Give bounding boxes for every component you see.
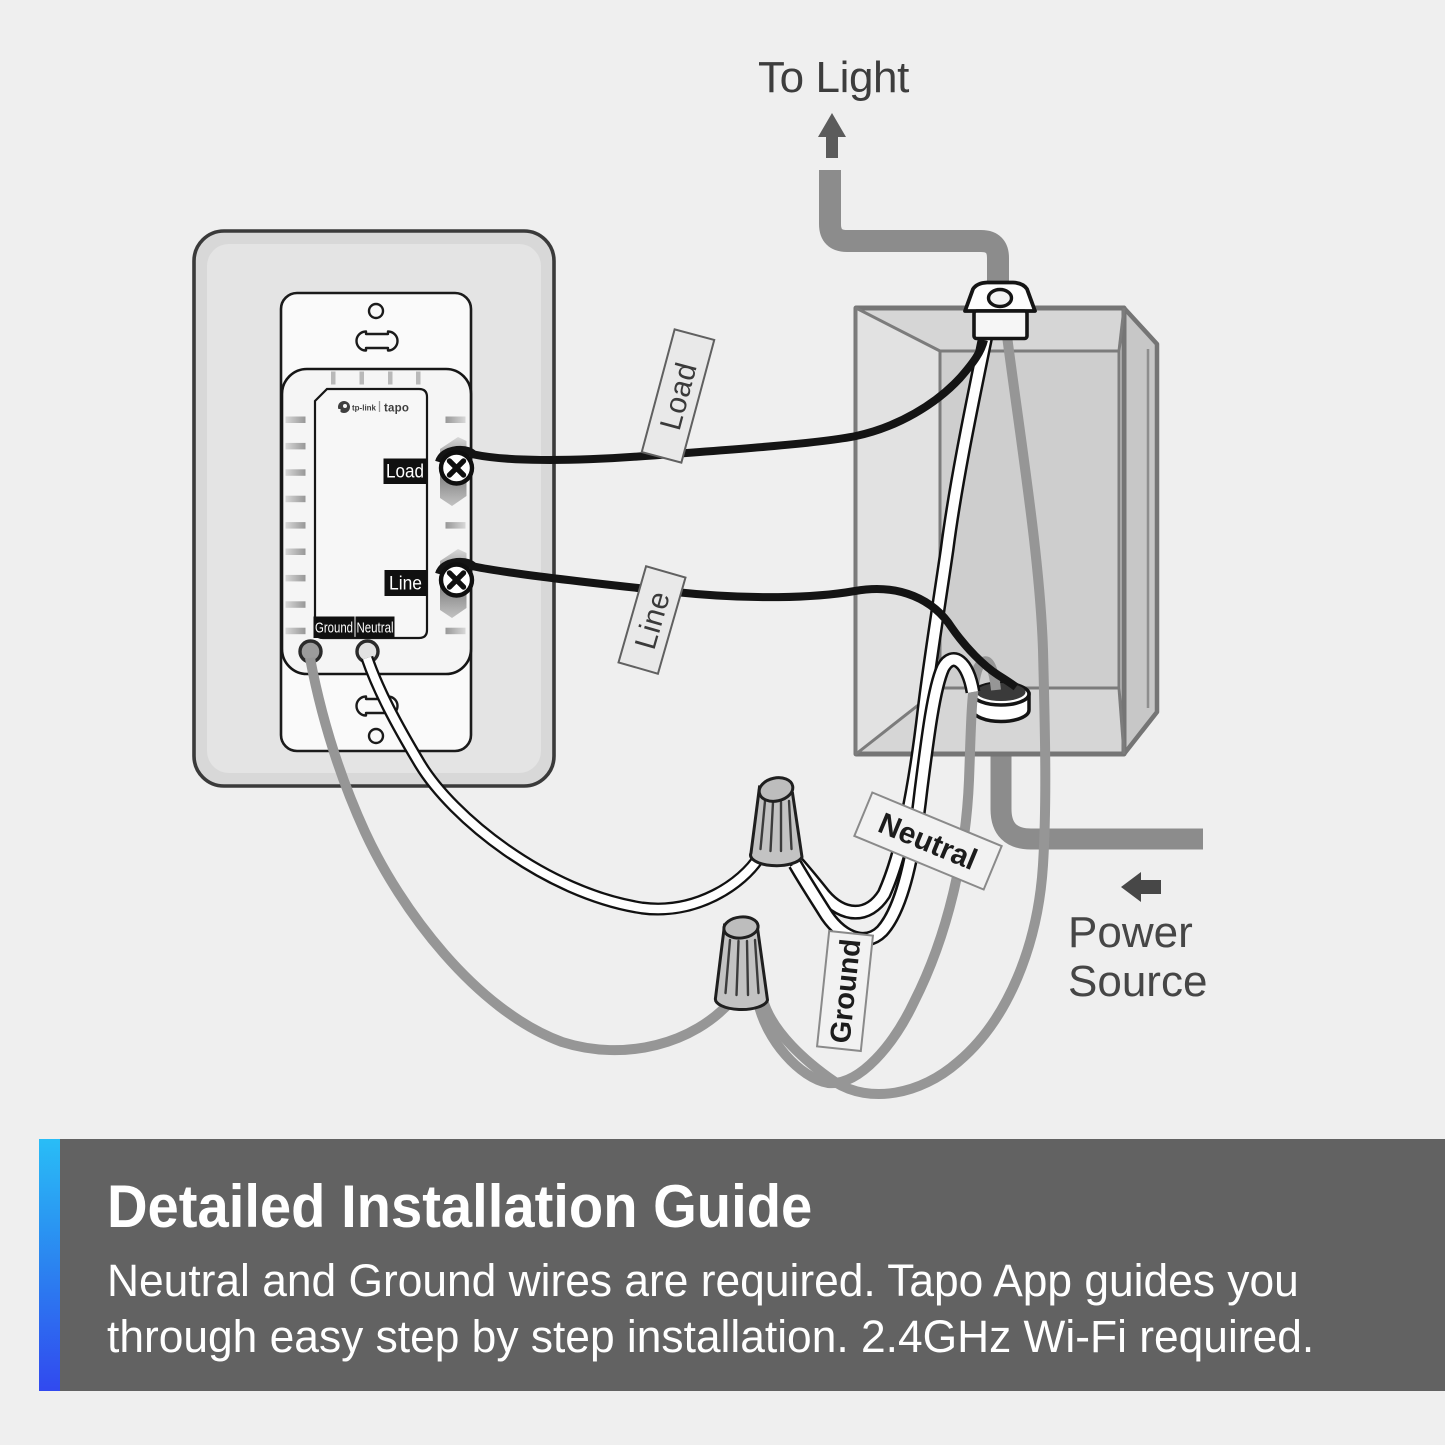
svg-text:Neutral: Neutral [357,619,394,636]
svg-text:Line: Line [389,573,422,595]
svg-text:tapo: tapo [384,403,409,415]
svg-text:tp-link: tp-link [352,404,377,413]
svg-text:Load: Load [386,461,424,483]
svg-text:Ground: Ground [315,619,353,636]
